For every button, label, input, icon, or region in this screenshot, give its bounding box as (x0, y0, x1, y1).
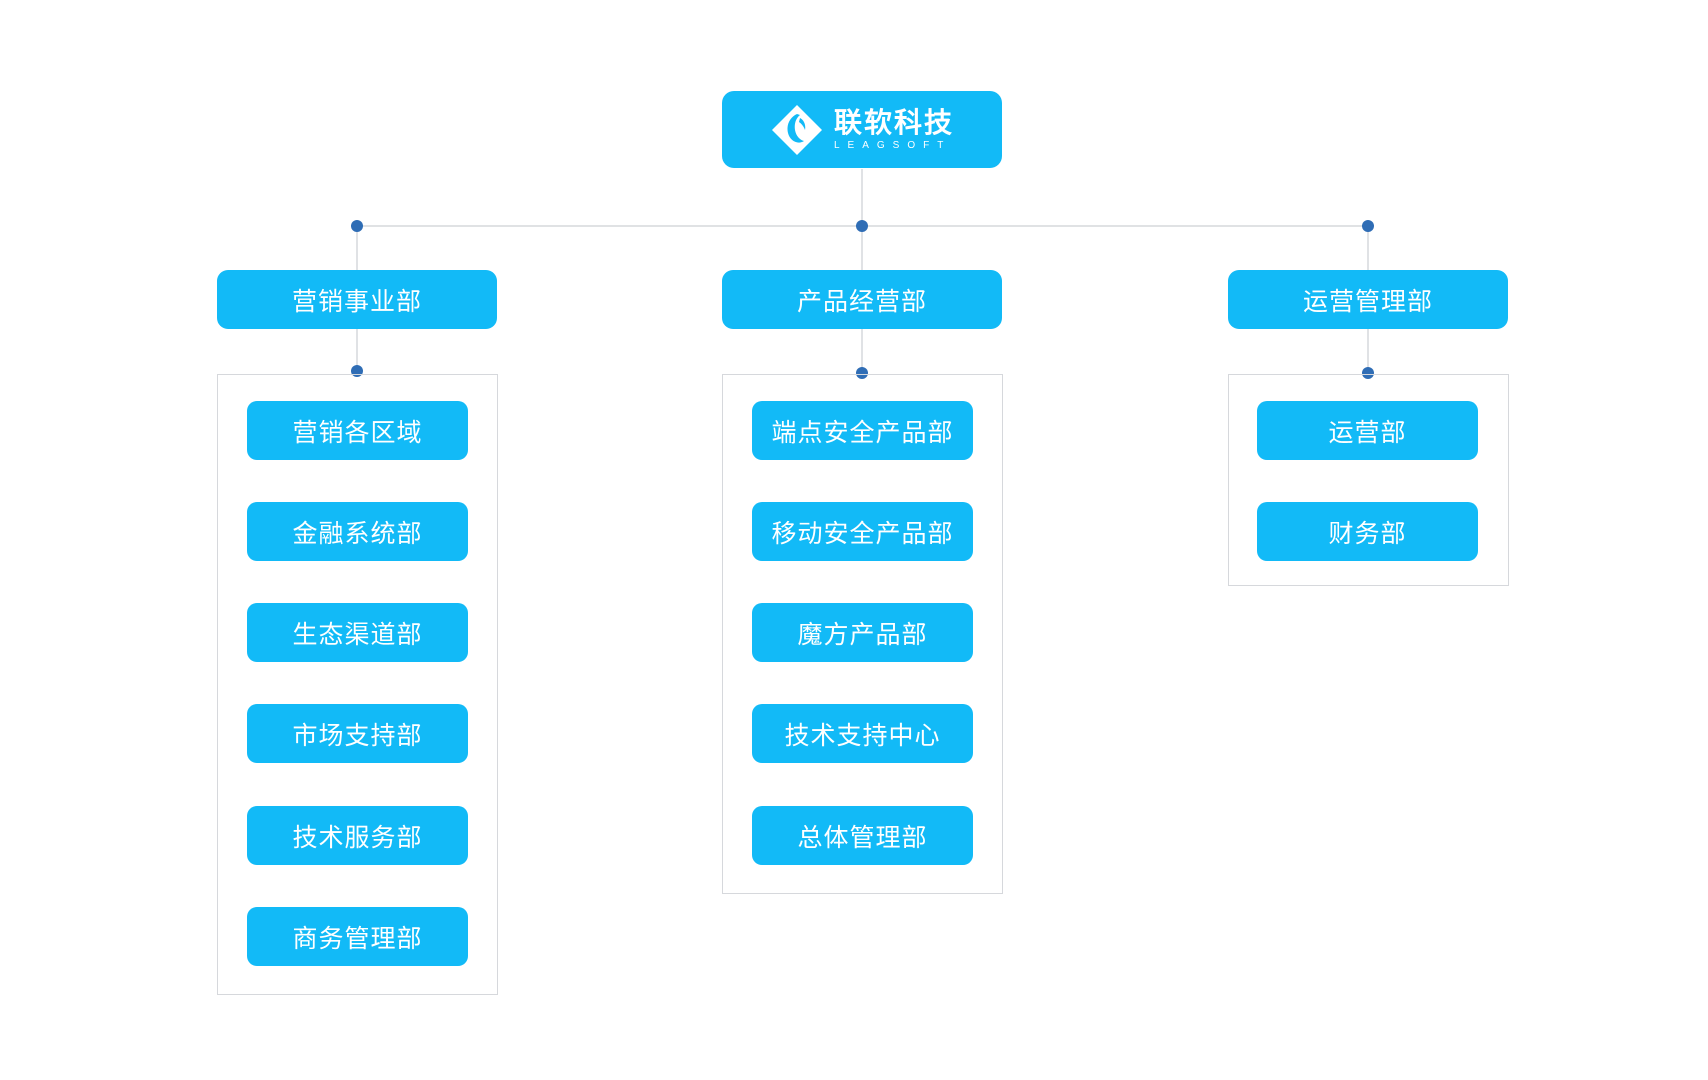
logo-text: 联软科技 LEAGSOFT (833, 105, 954, 151)
junction-dot (1362, 367, 1374, 379)
sub-node: 移动安全产品部 (752, 502, 973, 561)
company-name-en: LEAGSOFT (833, 139, 952, 151)
leagsoft-logo-icon (771, 104, 822, 155)
sub-node: 金融系统部 (247, 502, 468, 561)
sub-node: 运营部 (1257, 401, 1478, 460)
sub-node: 商务管理部 (247, 907, 468, 966)
group-box-product (722, 374, 1003, 894)
sub-node: 生态渠道部 (247, 603, 468, 662)
junction-dot (351, 220, 363, 232)
junction-dot (856, 220, 868, 232)
sub-node: 财务部 (1257, 502, 1478, 561)
sub-node: 魔方产品部 (752, 603, 973, 662)
sub-node: 技术支持中心 (752, 704, 973, 763)
junction-dot (856, 367, 868, 379)
group-box-operations (1228, 374, 1509, 586)
sub-node: 技术服务部 (247, 806, 468, 865)
sub-node: 营销各区域 (247, 401, 468, 460)
dept-product: 产品经营部 (722, 270, 1002, 329)
sub-node: 市场支持部 (247, 704, 468, 763)
sub-node: 总体管理部 (752, 806, 973, 865)
dept-marketing: 营销事业部 (217, 270, 497, 329)
junction-dot (1362, 220, 1374, 232)
company-name-cn: 联软科技 (833, 105, 954, 139)
sub-node: 端点安全产品部 (752, 401, 973, 460)
dept-operations: 运营管理部 (1228, 270, 1508, 329)
root-node: 联软科技 LEAGSOFT (722, 91, 1002, 168)
group-box-marketing (217, 374, 498, 995)
